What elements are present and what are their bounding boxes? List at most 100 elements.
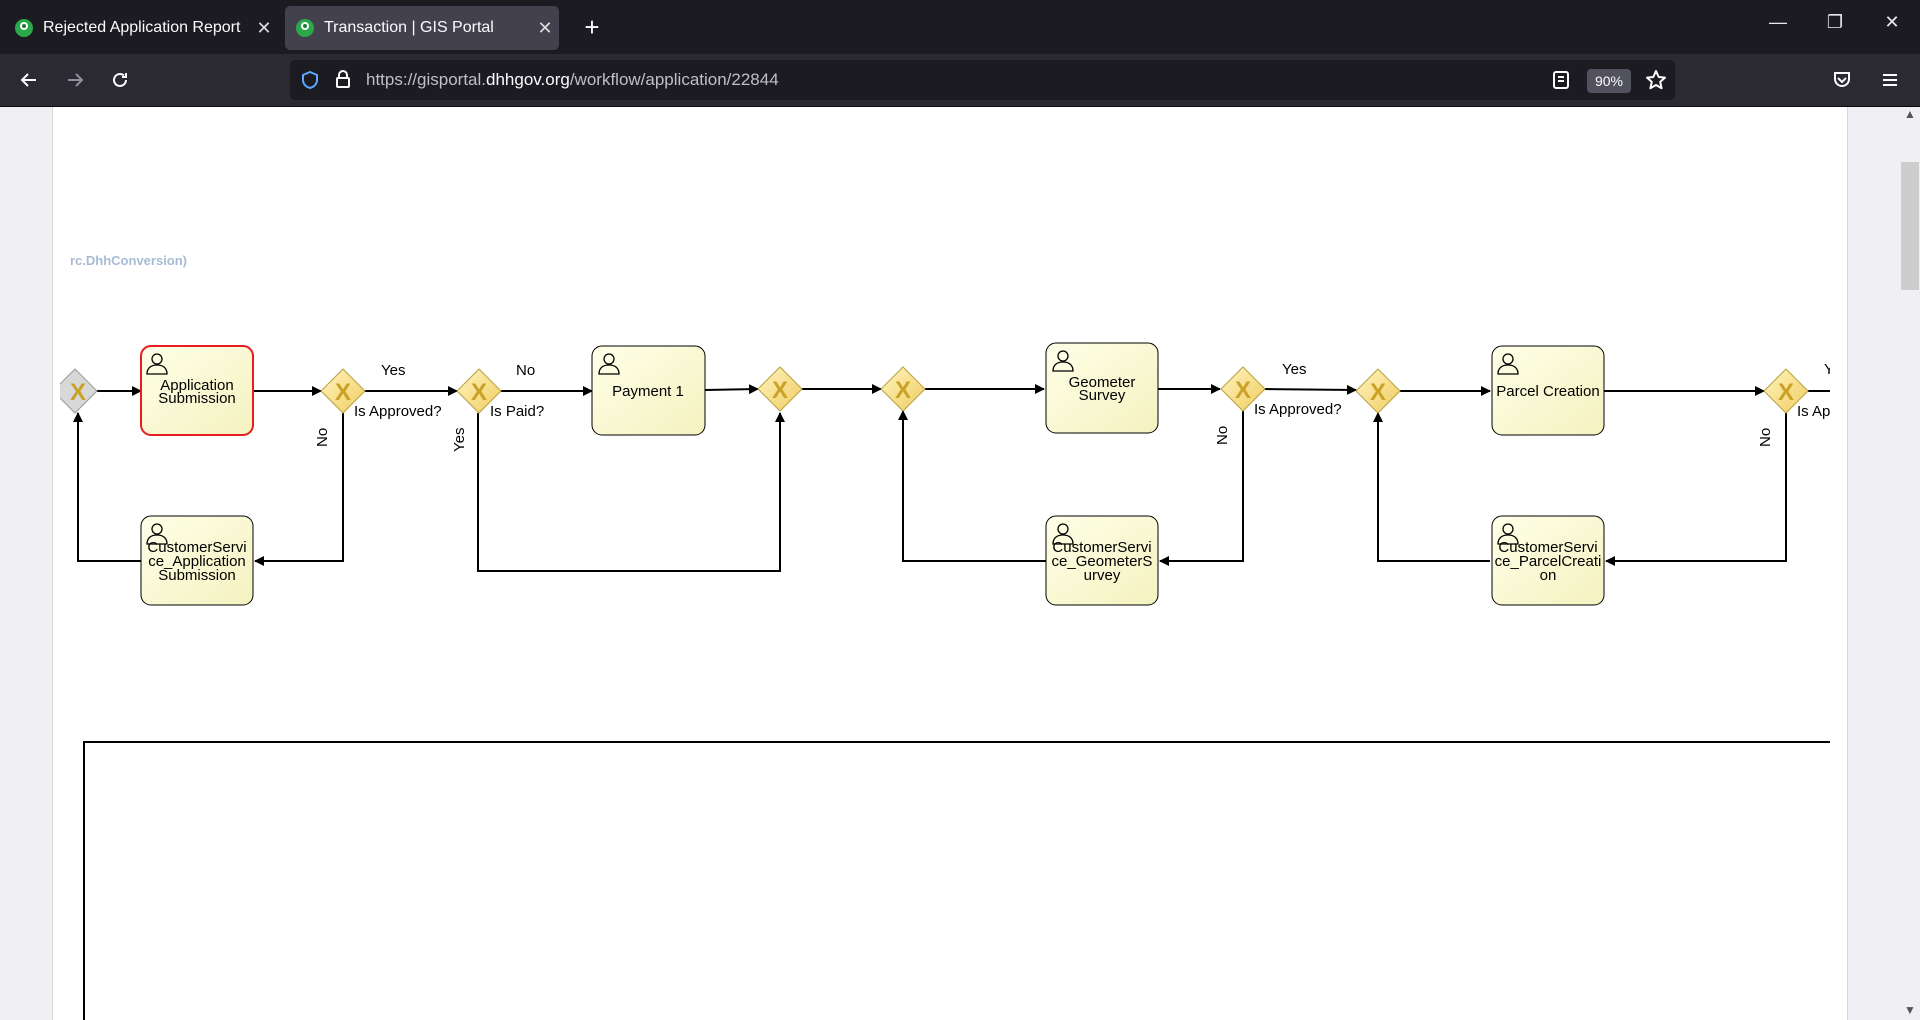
gateway-is-approved-3: X [1763, 368, 1809, 414]
tab-rejected-application-report[interactable]: Rejected Application Report ✕ [4, 6, 278, 50]
task-label: CustomerServi [147, 539, 246, 556]
tab-title: Rejected Application Report [43, 19, 241, 36]
task-parcel-creation[interactable]: Parcel Creation [1491, 345, 1605, 436]
portal-favicon-icon [296, 19, 314, 37]
task-label: on [1540, 567, 1557, 584]
gateway-is-approved-1: X [320, 368, 366, 414]
lock-icon[interactable] [334, 69, 352, 89]
scrollbar-thumb[interactable] [1901, 162, 1919, 290]
back-arrow-icon [20, 73, 36, 87]
workflow-diagram: X X X X X X X [60, 342, 1834, 1020]
task-application-submission[interactable]: Application Submission [140, 345, 254, 436]
task-geometer-survey[interactable]: Geometer Survey [1045, 342, 1159, 434]
flow-label-yes: Yes [1282, 361, 1306, 378]
flow-label-no: No [1214, 426, 1231, 445]
vertical-scrollbar[interactable]: ▲ ▼ [1900, 107, 1920, 1020]
task-label: Payment 1 [612, 383, 684, 400]
close-tab-icon[interactable]: ✕ [537, 17, 553, 38]
url-path: /workflow/application/22844 [569, 70, 779, 89]
task-label: Survey [1079, 387, 1126, 404]
navigation-toolbar: https://gisportal.dhhgov.org/workflow/ap… [0, 54, 1920, 107]
flow-connector [898, 410, 1046, 562]
menu-icon[interactable] [1880, 70, 1900, 90]
address-bar[interactable]: https://gisportal.dhhgov.org/workflow/ap… [290, 60, 1675, 100]
new-tab-button[interactable]: + [584, 12, 600, 42]
close-tab-icon[interactable]: ✕ [256, 17, 272, 38]
user-task-icon [1497, 523, 1519, 545]
svg-text:X: X [1235, 377, 1251, 404]
gateway-merge-3: X [1355, 368, 1401, 414]
task-cs-parcel-creation[interactable]: CustomerServi ce_ParcelCreati on [1491, 515, 1605, 606]
user-task-icon [1497, 353, 1519, 375]
tab-strip: Rejected Application Report ✕ Transactio… [0, 0, 1920, 54]
tab-transaction-gis-portal[interactable]: Transaction | GIS Portal ✕ [285, 6, 559, 50]
flow-connector [704, 384, 759, 395]
gateway-label: Is Approved? [354, 403, 442, 420]
user-task-icon [146, 353, 168, 375]
user-task-icon [598, 353, 620, 375]
forward-button[interactable] [59, 64, 91, 96]
flow-label-no: No [314, 428, 331, 447]
restore-icon[interactable]: ❐ [1826, 12, 1844, 32]
user-task-icon [146, 523, 168, 545]
gateway-label: Is Paid? [490, 403, 544, 420]
scroll-down-icon[interactable]: ▼ [1904, 1003, 1916, 1017]
url-text[interactable]: https://gisportal.dhhgov.org/workflow/ap… [366, 70, 779, 90]
page-content: rc.DhhConversion) [0, 107, 1900, 1020]
forward-arrow-icon [68, 73, 84, 87]
svg-text:X: X [70, 379, 86, 406]
task-label: ce_ParcelCreati [1495, 553, 1602, 570]
flow-connector [1605, 413, 1787, 566]
task-payment-1[interactable]: Payment 1 [591, 345, 706, 436]
zoom-level[interactable]: 90% [1587, 69, 1631, 93]
task-label: Parcel Creation [1496, 383, 1599, 400]
svg-text:X: X [1370, 379, 1386, 406]
gateway-is-paid: X [456, 368, 502, 414]
flow-connector [477, 412, 785, 572]
flow-label-no: No [516, 362, 535, 379]
svg-text:X: X [1778, 379, 1794, 406]
url-domain: dhhgov.org [486, 70, 570, 89]
flow-connector [73, 412, 141, 562]
task-label: Submission [158, 567, 236, 584]
portal-favicon-icon [15, 19, 33, 37]
user-task-icon [1052, 523, 1074, 545]
flow-label-yes: Y [1824, 361, 1834, 378]
close-window-icon[interactable]: ✕ [1884, 12, 1900, 32]
flow-connector [1263, 384, 1357, 395]
task-label: Geometer [1069, 374, 1136, 391]
task-cs-geometer-survey[interactable]: CustomerServi ce_GeometerS urvey [1045, 515, 1159, 606]
flow-connector [1373, 412, 1490, 562]
minimize-icon[interactable]: — [1769, 12, 1787, 32]
pool-frame [83, 741, 1830, 1020]
svg-text:X: X [335, 379, 351, 406]
reload-button[interactable] [104, 64, 136, 96]
task-cs-application-submission[interactable]: CustomerServi ce_Application Submission [140, 515, 254, 606]
task-label: CustomerServi [1052, 539, 1151, 556]
pocket-icon[interactable] [1832, 70, 1852, 90]
back-button[interactable] [13, 64, 45, 96]
flow-label-yes: Yes [451, 428, 468, 452]
url-prefix: https://gisportal. [366, 70, 487, 89]
task-label: Submission [158, 390, 236, 407]
gateway-left-edge: X [60, 368, 98, 414]
gateway-merge-2: X [880, 366, 926, 412]
svg-text:X: X [772, 377, 788, 404]
gateway-is-approved-2: X [1220, 366, 1266, 412]
task-label: urvey [1084, 567, 1121, 584]
task-label: Application [160, 377, 233, 394]
flow-label-yes: Yes [381, 362, 405, 379]
tracking-shield-icon[interactable] [300, 70, 320, 90]
gateway-label: Is Ap [1797, 403, 1830, 420]
gateway-merge-1: X [757, 366, 803, 412]
reader-view-icon[interactable] [1552, 70, 1570, 90]
user-task-icon [1052, 350, 1074, 372]
scroll-up-icon[interactable]: ▲ [1904, 107, 1916, 121]
svg-text:X: X [471, 379, 487, 406]
bookmark-star-icon[interactable] [1645, 69, 1667, 91]
task-label: ce_GeometerS [1052, 553, 1153, 570]
flow-label-no: No [1757, 428, 1774, 447]
svg-text:X: X [895, 377, 911, 404]
gateway-label: Is Approved? [1254, 401, 1342, 418]
tab-title: Transaction | GIS Portal [324, 19, 494, 36]
